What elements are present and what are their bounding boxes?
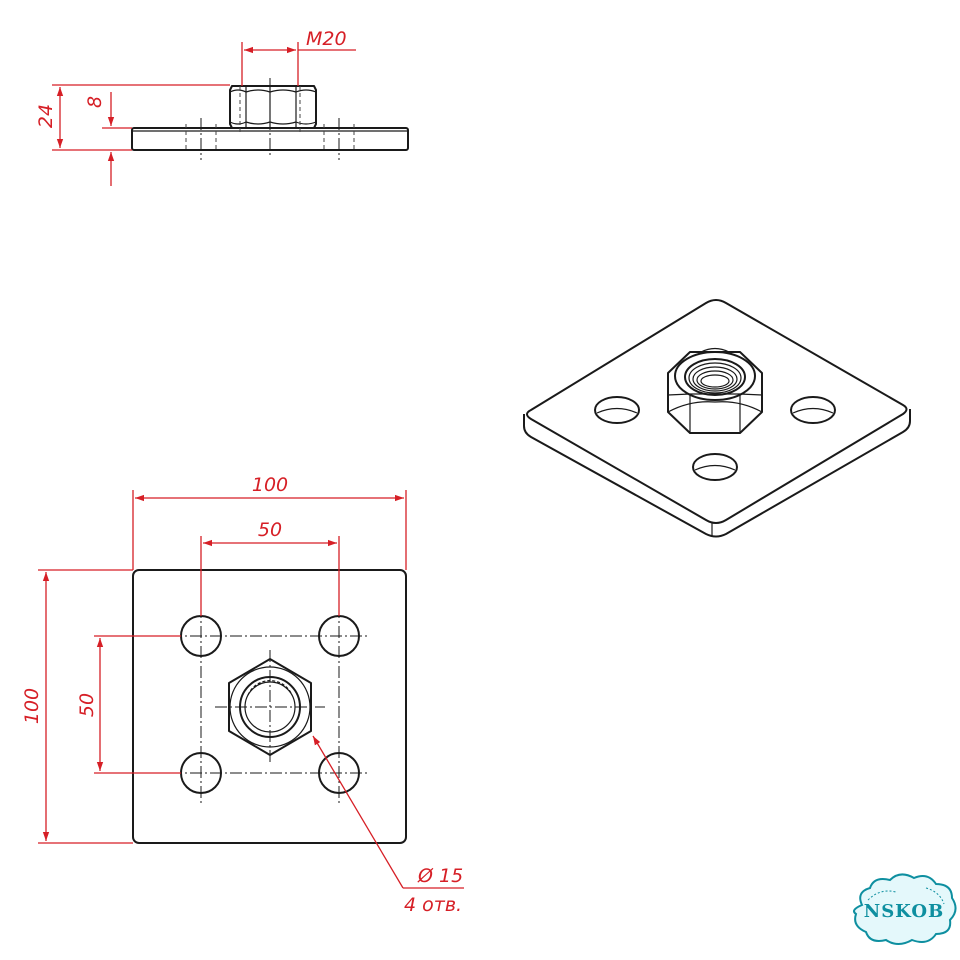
- isometric-view: [523, 299, 911, 538]
- width-label: 100: [252, 474, 288, 496]
- side-nut: [229, 85, 317, 132]
- hole-spacing-x-label: 50: [258, 519, 282, 541]
- iso-nut: [667, 347, 763, 434]
- hole-count-label: 4 отв.: [404, 894, 462, 916]
- hole-diameter-label: Ø 15: [417, 865, 463, 887]
- thread-label: M20: [306, 28, 347, 50]
- cloud-badge: [853, 873, 957, 945]
- side-view: M20 24 8: [35, 28, 409, 186]
- logo-text: NSKOB: [864, 901, 945, 922]
- top-plate: [132, 569, 407, 844]
- iso-plate-top: [526, 299, 908, 524]
- iso-holes: [594, 396, 836, 481]
- hole-spacing-y-label: 50: [76, 693, 98, 717]
- height-plate-label: 8: [84, 96, 106, 108]
- height-label: 100: [21, 688, 43, 724]
- nskob-logo: NSKOB: [853, 873, 957, 945]
- top-view: 100 50 100 50 Ø 15 4 отв.: [21, 474, 464, 916]
- height-total-label: 24: [35, 104, 57, 128]
- mounting-holes: [180, 615, 360, 794]
